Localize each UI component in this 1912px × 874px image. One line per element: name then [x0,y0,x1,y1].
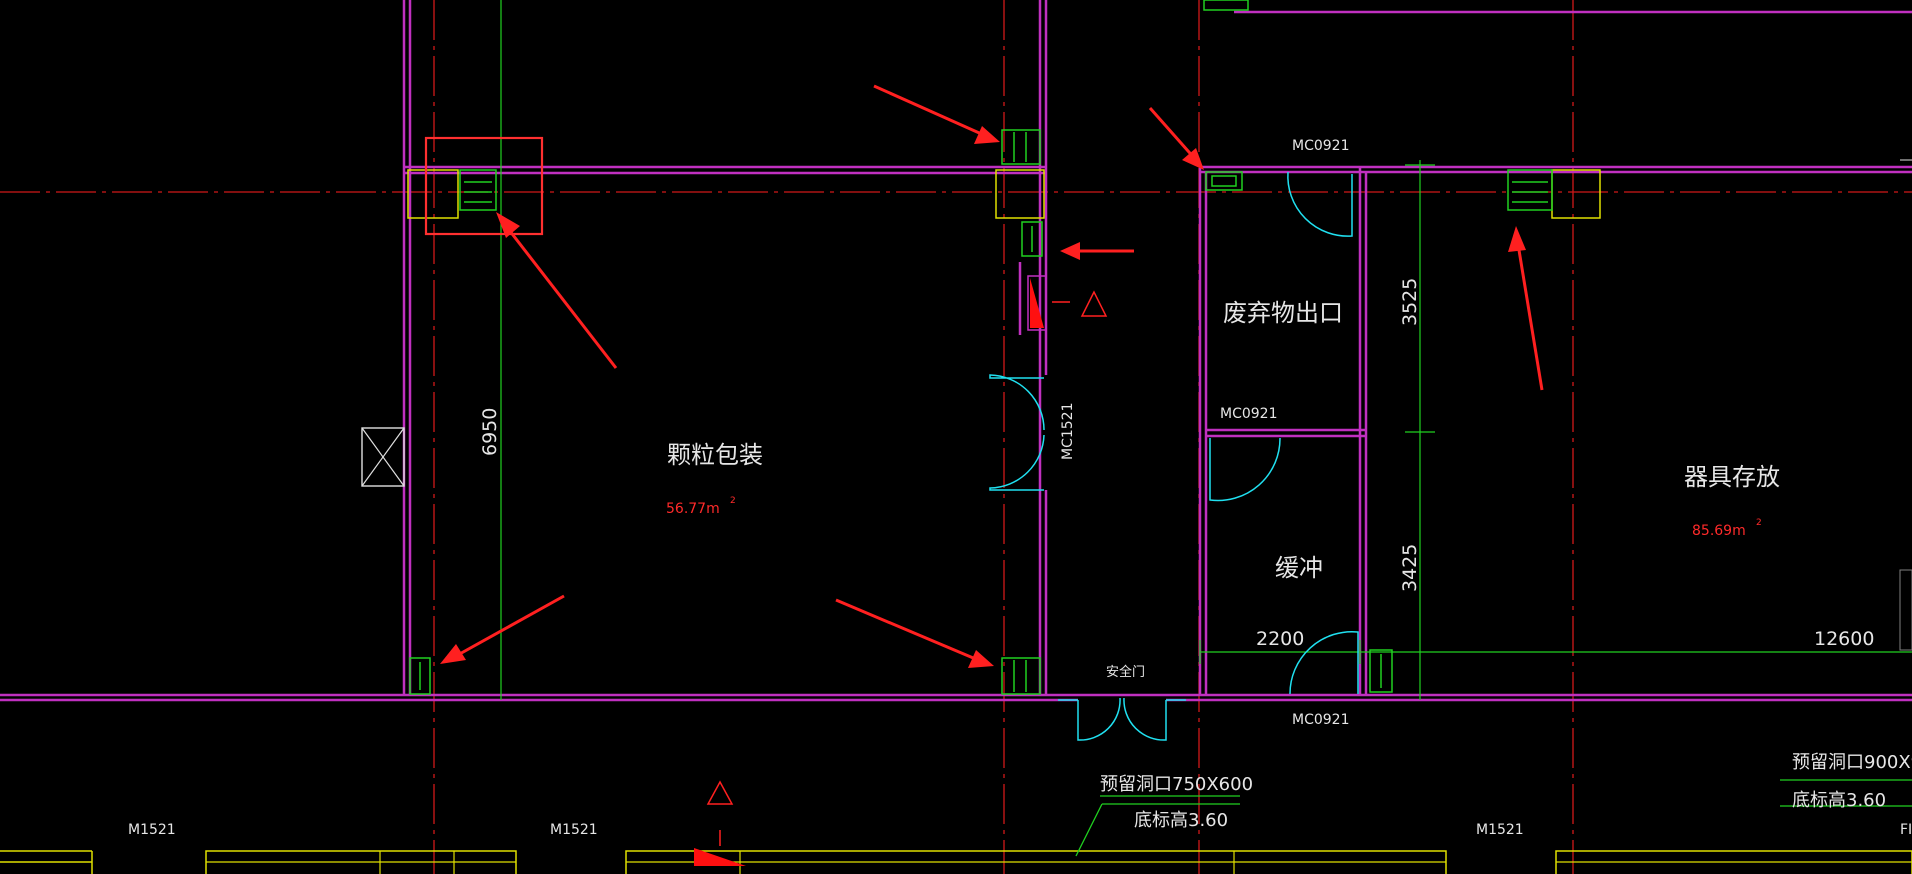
door-safety [1077,697,1167,741]
note-elevation-1: 底标高3.60 [1134,810,1228,831]
arrow-3 [1060,242,1134,260]
room-label-buffer: 缓冲 [1275,554,1323,582]
vent-bottom-buffer [1369,649,1393,693]
air-vents[interactable] [409,0,1553,695]
bottom-beam-row [0,159,1912,874]
door-label-mc0921-top: MC0921 [1292,138,1349,154]
arrow-1 [496,212,618,369]
arrow-6 [440,594,565,664]
door-mc0921-mid [1209,437,1281,502]
door-mc1521 [989,374,1045,491]
dim-label-12600: 12600 [1814,628,1874,650]
door-label-m1521-b: M1521 [550,822,598,838]
shaft-box [361,427,405,487]
vent-top-left [459,169,497,211]
area-granule-packaging: 56.77m [666,501,720,517]
vent-side-middle [1021,221,1043,257]
door-label-m1521-a: M1521 [128,822,176,838]
arrow-5 [1508,226,1544,391]
note-opening-1: 预留洞口750X600 [1100,774,1253,795]
vent-bottom-middle [1001,657,1041,695]
vent-waste-room [1205,171,1243,191]
column-3 [1551,169,1601,219]
door-mc0921-top [1287,171,1353,237]
room-label-granule-packaging: 颗粒包装 [667,441,763,469]
area-equipment-storage: 85.69m [1692,523,1746,539]
vent-bottom-left [409,657,431,695]
doors[interactable] [989,171,1359,741]
dim-label-2200: 2200 [1256,628,1304,650]
walls [0,0,1912,702]
vent-top-middle [1001,129,1041,165]
annotation-arrows [440,84,1544,668]
fire-equipment-symbol [1027,275,1108,331]
column-1 [407,169,459,219]
dim-label-3425: 3425 [1399,544,1421,592]
area-superscript-2: 2 [1756,518,1762,528]
door-label-mc1521: MC1521 [1060,403,1076,460]
door-label-safety: 安全门 [1106,664,1145,680]
note-elevation-2: 底标高3.60 [1792,790,1886,811]
door-label-m1521-c: M1521 [1476,822,1524,838]
area-superscript-1: 2 [730,496,736,506]
vent-storage-top [1507,169,1553,211]
note-opening-2: 预留洞口900X9 [1792,752,1912,773]
door-label-mc0921-mid: MC0921 [1220,406,1277,422]
edge-label: FI [1900,822,1912,838]
dimension-lines [500,0,1912,700]
door-mc0921-bottom [1289,630,1359,695]
highlight-box [424,136,544,236]
arrow-7 [835,598,994,668]
room-label-equipment-storage: 器具存放 [1684,463,1780,491]
door-label-mc0921-bottom: MC0921 [1292,712,1349,728]
arrow-4 [1148,107,1204,170]
vent-top-edge [1203,0,1249,11]
room-label-waste-exit: 废弃物出口 [1223,299,1343,327]
column-2 [995,169,1045,219]
dim-label-3525: 3525 [1399,278,1421,326]
dim-label-6950: 6950 [479,408,501,456]
arrow-2 [873,84,1000,144]
